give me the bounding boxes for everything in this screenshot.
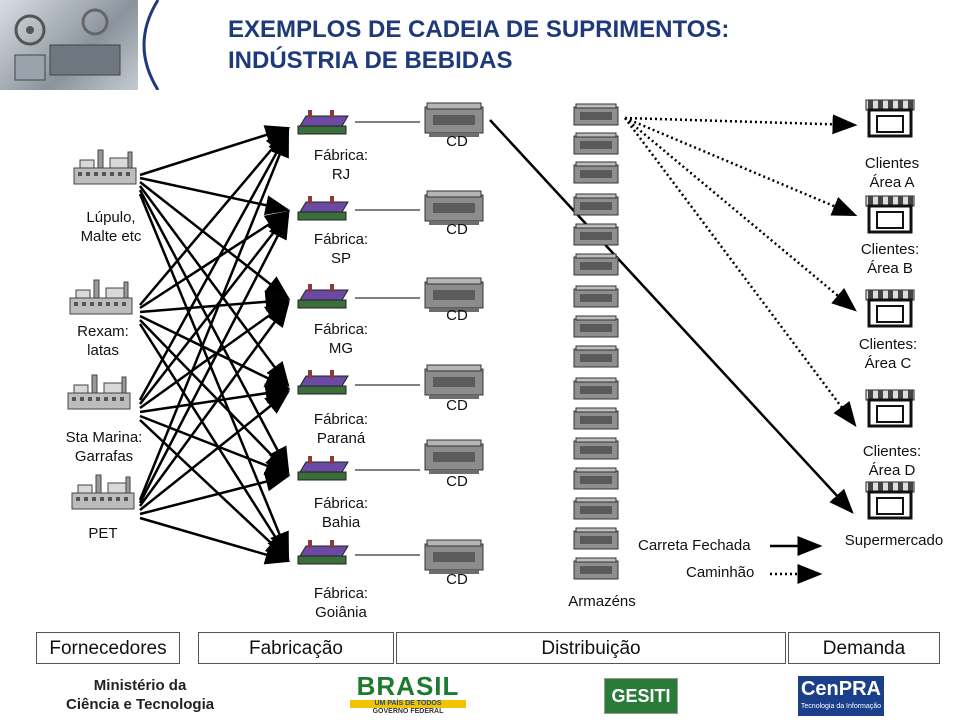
factory-icon <box>297 109 349 135</box>
brasil-wordmark: BRASIL <box>356 671 460 701</box>
cd-label: CD <box>446 221 468 238</box>
cd-label: CD <box>446 473 468 490</box>
supplier-label-sta-marina: Sta Marina: Garrafas <box>65 429 143 465</box>
cd-label: CD <box>446 571 468 588</box>
cd-label: CD <box>446 307 468 324</box>
storefront-icon <box>864 194 916 234</box>
panel-suppliers: Fornecedores <box>36 632 180 664</box>
factory-label-bahia: Fábrica: Bahia <box>313 495 369 531</box>
storefront-icon <box>864 388 916 428</box>
client-label-area-d: Clientes: Área D <box>862 443 922 479</box>
client-label-area-b: Clientes: Área B <box>860 241 920 277</box>
storefront-icon <box>864 480 916 520</box>
cd-label: CD <box>446 133 468 150</box>
factory-icon <box>297 455 349 481</box>
warehouse-icon <box>424 539 484 575</box>
brasil-gov: GOVERNO FEDERAL <box>372 708 444 715</box>
cd-supermarket-link <box>489 119 854 514</box>
industrial-plant-icon <box>67 374 131 410</box>
industrial-plant-icon <box>71 474 135 510</box>
storefront-icon <box>864 98 916 138</box>
title-line-1: EXEMPLOS DE CADEIA DE SUPRIMENTOS: <box>228 16 730 43</box>
header-arc <box>142 0 160 90</box>
warehouse-icon <box>424 364 484 400</box>
factory-label-mg: Fábrica: MG <box>313 321 369 357</box>
panel-manufacturing: Fabricação <box>198 632 394 664</box>
industrial-plant-icon <box>73 149 137 185</box>
storefront-icon <box>864 288 916 328</box>
supplier-label-pet: PET <box>88 525 118 542</box>
industrial-plant-icon <box>69 279 133 315</box>
supplier-label-rexam: Rexam: latas <box>77 323 129 359</box>
factory-cd-links <box>355 121 420 556</box>
brasil-logo: BRASIL UM PAÍS DE TODOS GOVERNO FEDERAL <box>350 672 466 716</box>
supplier-label-lupulo: Lúpulo, Malte etc <box>80 209 142 245</box>
cenpra-subtitle: Tecnologia da Informação <box>800 703 882 710</box>
factory-label-goiania: Fábrica: Goiânia <box>313 585 369 621</box>
panel-demand: Demanda <box>788 632 940 664</box>
cenpra-wordmark: CenPRA <box>800 678 881 700</box>
warehouse-icon <box>424 439 484 475</box>
page-title: EXEMPLOS DE CADEIA DE SUPRIMENTOS: INDÚS… <box>228 14 729 76</box>
legend-solid-label: Carreta Fechada <box>638 537 751 554</box>
title-line-2: INDÚSTRIA DE BEBIDAS <box>228 47 513 74</box>
client-label-area-c: Clientes: Área C <box>858 336 918 372</box>
cd-label: CD <box>446 397 468 414</box>
header-photo <box>0 0 138 90</box>
factory-icon <box>297 369 349 395</box>
machinery-icon <box>14 8 121 81</box>
storage-buildings <box>573 103 619 580</box>
factory-icon <box>297 283 349 309</box>
factory-label-parana: Fábrica: Paraná <box>313 411 369 447</box>
ministry-logo: Ministério da Ciência e Tecnologia <box>66 677 215 713</box>
warehouse-label: Armazéns <box>568 593 636 610</box>
supplier-factory-links <box>138 125 291 565</box>
legend-dotted-label: Caminhão <box>686 564 755 581</box>
client-label-area-a: Clientes Área A <box>864 155 920 191</box>
panel-distribution: Distribuição <box>396 632 786 664</box>
gesiti-logo: GESITI <box>604 678 678 714</box>
factory-label-sp: Fábrica: SP <box>313 231 369 267</box>
warehouse-client-links <box>623 114 858 428</box>
factory-icon <box>297 195 349 221</box>
factory-icon <box>297 539 349 565</box>
brasil-motto: UM PAÍS DE TODOS <box>350 700 466 708</box>
client-label-supermarket: Supermercado <box>844 532 944 549</box>
cenpra-logo: CenPRA Tecnologia da Informação <box>798 676 884 716</box>
factory-label-rj: Fábrica: RJ <box>313 147 369 183</box>
